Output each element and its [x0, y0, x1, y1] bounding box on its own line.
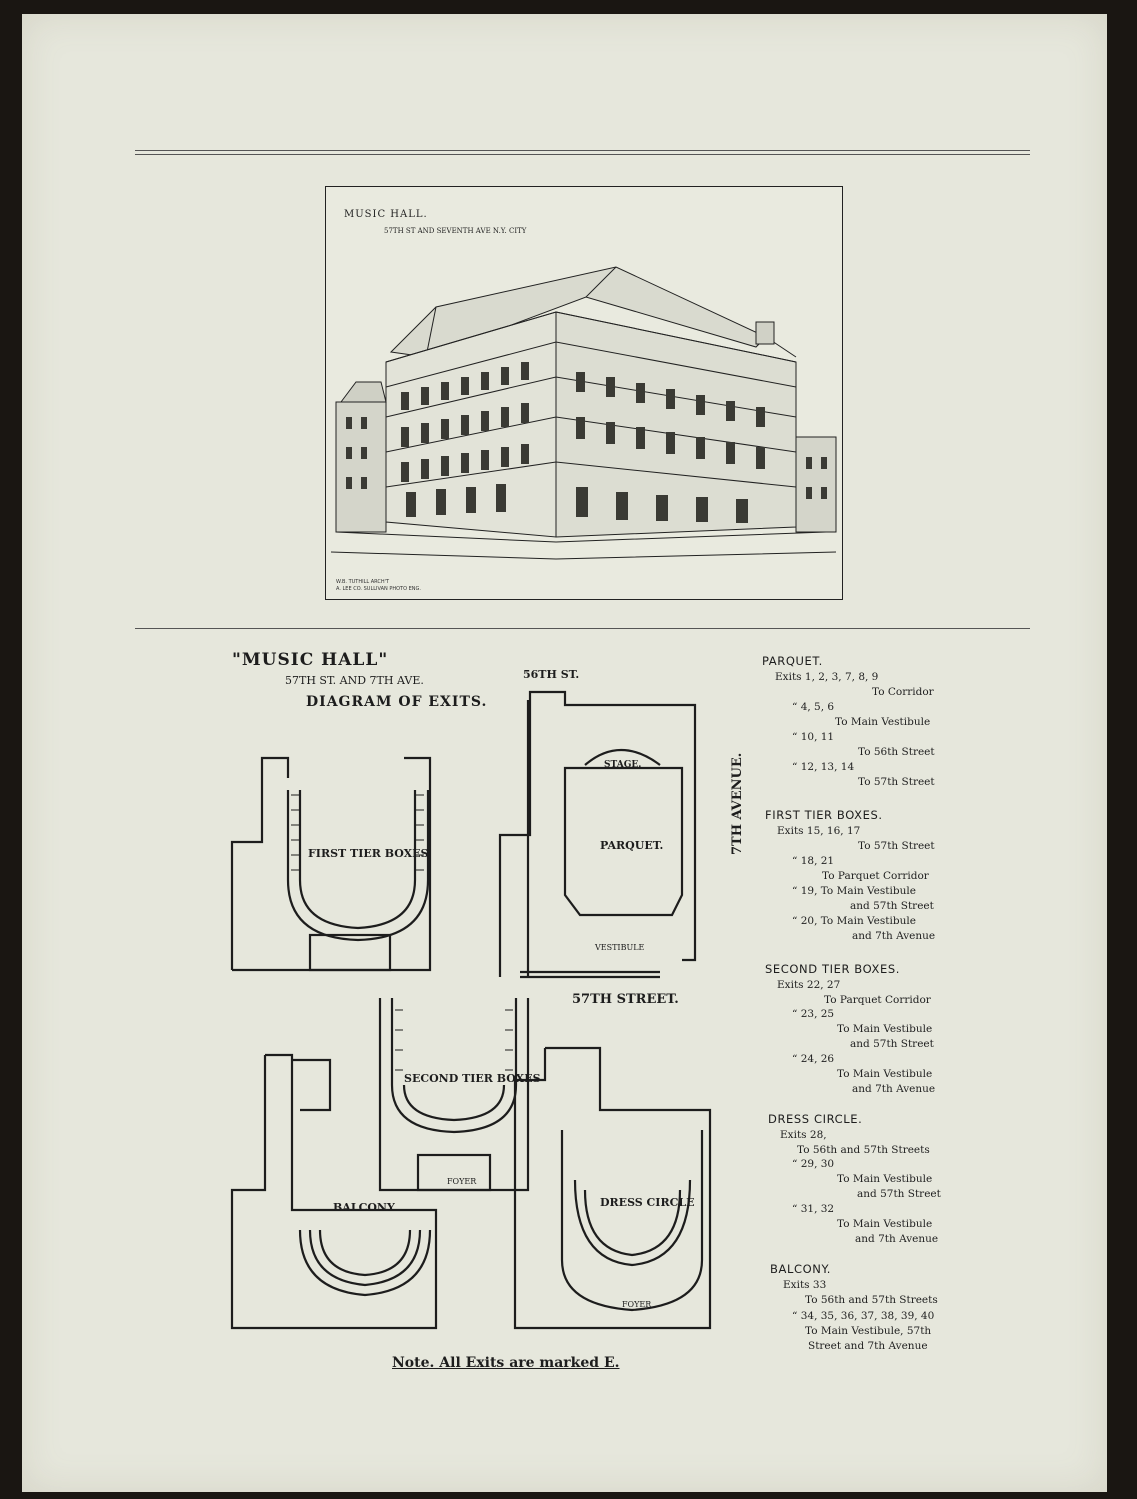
legend-line: To Parquet Corridor — [822, 870, 929, 882]
legend-first-tier-heading: FIRST TIER BOXES. — [765, 808, 883, 822]
legend-line: “ 31, 32 — [792, 1203, 835, 1215]
legend-line: To Main Vestibule — [837, 1068, 933, 1080]
legend-second-tier-heading: SECOND TIER BOXES. — [765, 962, 900, 976]
legend-line: and 57th Street — [850, 900, 934, 912]
diagram-address: 57TH ST. AND 7TH AVE. — [285, 674, 424, 687]
legend-line: “ 18, 21 — [792, 855, 835, 867]
legend-line: To Main Vestibule — [835, 716, 931, 728]
exits-note: Note. All Exits are marked E. — [392, 1355, 620, 1371]
legend-line: Street and 7th Avenue — [808, 1340, 928, 1352]
legend-line: and 7th Avenue — [855, 1233, 939, 1245]
legend-line: and 57th Street — [850, 1038, 934, 1050]
legend-parquet-heading: PARQUET. — [762, 654, 823, 668]
legend-line: To 57th Street — [858, 776, 935, 788]
legend-balcony-heading: BALCONY. — [770, 1262, 831, 1276]
legend-line: “ 29, 30 — [792, 1158, 835, 1170]
legend-line: “ 34, 35, 36, 37, 38, 39, 40 — [792, 1310, 935, 1322]
legend-line: To Corridor — [872, 686, 934, 698]
legend-line: To Main Vestibule — [837, 1218, 933, 1230]
legend-line: To 57th Street — [858, 840, 935, 852]
diagram-title: "MUSIC HALL" — [232, 650, 389, 670]
legend-line: and 7th Avenue — [852, 930, 936, 942]
foyer-label-dress-circle: FOYER — [622, 1300, 652, 1309]
legend-line: To Parquet Corridor — [824, 994, 931, 1006]
dress-circle-label: DRESS CIRCLE — [600, 1196, 695, 1209]
legend-line: “ 24, 26 — [792, 1053, 835, 1065]
balcony-label: BALCONY — [333, 1201, 395, 1214]
legend-line: “ 20, To Main Vestibule — [792, 915, 916, 927]
vestibule-label: VESTIBULE — [595, 943, 645, 952]
credit-line-2: A. LEE CO. SULLIVAN PHOTO ENG. — [336, 586, 421, 592]
legend-line: “ 12, 13, 14 — [792, 761, 855, 773]
legend-line: “ 23, 25 — [792, 1008, 835, 1020]
foyer-label-second-tier: FOYER — [447, 1177, 477, 1186]
legend-line: To Main Vestibule — [837, 1173, 933, 1185]
engraving-credit: W.B. TUTHILL ARCH'T A. LEE CO. SULLIVAN … — [336, 579, 421, 593]
engraving-subcaption: 57TH ST AND SEVENTH AVE N.Y. CITY — [384, 227, 527, 235]
legend-line: Exits 1, 2, 3, 7, 8, 9 — [775, 671, 879, 683]
legend-line: Exits 33 — [783, 1279, 827, 1291]
street-56th-label: 56TH ST. — [523, 668, 580, 681]
legend-line: “ 10, 11 — [792, 731, 835, 743]
parquet-label: PARQUET. — [600, 839, 664, 852]
legend-line: To 56th and 57th Streets — [797, 1144, 930, 1156]
legend-line: Exits 28, — [780, 1129, 827, 1141]
music-hall-engraving: MUSIC HALL. 57TH ST AND SEVENTH AVE N.Y.… — [325, 186, 843, 600]
legend-line: and 7th Avenue — [852, 1083, 936, 1095]
seventh-avenue-label: 7TH AVENUE. — [730, 752, 745, 855]
legend-line: To 56th Street — [858, 746, 935, 758]
building-illustration — [330, 266, 837, 560]
legend-line: To Main Vestibule, 57th — [805, 1325, 932, 1337]
legend-line: To Main Vestibule — [837, 1023, 933, 1035]
legend-line: “ 4, 5, 6 — [792, 701, 835, 713]
street-57th-label: 57TH STREET. — [572, 992, 679, 1007]
legend-line: Exits 22, 27 — [777, 979, 841, 991]
legend-line: Exits 15, 16, 17 — [777, 825, 861, 837]
middle-rule — [135, 628, 1030, 629]
legend-line: To 56th and 57th Streets — [805, 1294, 938, 1306]
top-double-rule — [135, 150, 1030, 155]
second-tier-label: SECOND TIER BOXES — [404, 1072, 541, 1085]
legend-dress-circle-heading: DRESS CIRCLE. — [768, 1112, 863, 1126]
credit-line-1: W.B. TUTHILL ARCH'T — [336, 579, 390, 585]
stage-label: STAGE. — [604, 760, 642, 770]
diagram-subtitle: DIAGRAM OF EXITS. — [306, 694, 488, 710]
legend-line: “ 19, To Main Vestibule — [792, 885, 916, 897]
first-tier-label: FIRST TIER BOXES — [308, 847, 429, 860]
engraving-caption: MUSIC HALL. — [344, 209, 428, 220]
legend-line: and 57th Street — [857, 1188, 941, 1200]
